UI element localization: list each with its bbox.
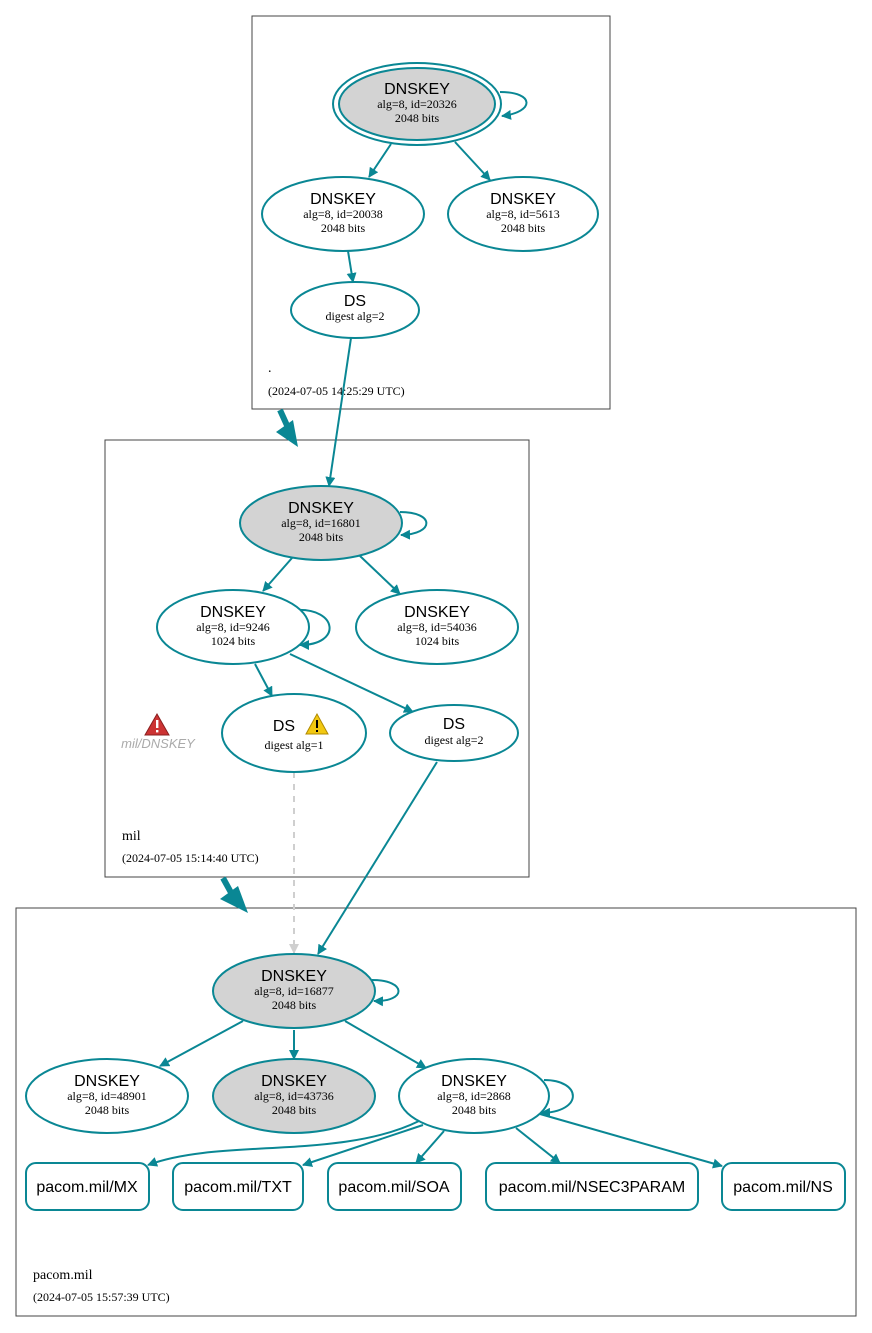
error-icon [144,712,170,736]
edge-pacom-k3-nsec3param [515,1127,561,1164]
edge-root-zsk1-ds [346,250,357,283]
rrset-nsec3param: pacom.mil/NSEC3PARAM [485,1162,699,1211]
node-mil-ksk-sub2: 2048 bits [299,530,344,544]
node-root-zsk2-title: DNSKEY [490,191,556,208]
node-mil-zsk2: DNSKEY alg=8, id=54036 1024 bits [355,589,519,665]
edge-pacom-ksk-self [371,979,400,1007]
node-root-zsk1: DNSKEY alg=8, id=20038 2048 bits [261,176,425,252]
edge-mil-ksk-zsk2 [359,555,401,595]
zone-root-timestamp: (2024-07-05 14:25:29 UTC) [268,384,405,398]
node-root-zsk1-sub2: 2048 bits [321,221,366,235]
rrset-txt: pacom.mil/TXT [172,1162,304,1211]
zone-mil-box [104,439,530,878]
node-root-ds-sub1: digest alg=2 [325,309,384,323]
edge-pacom-k3-ns [539,1113,723,1169]
warning-icon [305,712,329,735]
node-pacom-k3: DNSKEY alg=8, id=2868 2048 bits [398,1058,550,1134]
edge-pacom-k3-txt [302,1124,424,1167]
node-mil-ksk-title: DNSKEY [288,500,354,517]
node-mil-ds2-sub1: digest alg=2 [424,733,483,747]
mil-dnskey-error: mil/DNSKEY [121,712,196,751]
node-pacom-k1-sub2: 2048 bits [85,1103,130,1117]
node-root-ds-title: DS [344,293,366,310]
node-pacom-ksk-sub1: alg=8, id=16877 [254,984,334,998]
node-mil-ds1-sub1: digest alg=1 [264,738,323,752]
zone-pacom-box [15,907,857,1317]
edge-pacom-k3-self [540,1079,574,1118]
edge-mil-ksk-self [399,511,428,540]
delegation-arrow-root-mil [276,408,298,447]
node-pacom-k2-sub1: alg=8, id=43736 [254,1089,334,1103]
node-pacom-k1-sub1: alg=8, id=48901 [67,1089,147,1103]
node-root-zsk1-title: DNSKEY [310,191,376,208]
node-pacom-k3-sub1: alg=8, id=2868 [437,1089,511,1103]
edge-mil-zsk1-self [295,608,331,650]
node-root-ksk-title: DNSKEY [384,81,450,98]
edge-mil-ksk-zsk1 [262,557,293,592]
edge-root-ksk-self [499,91,528,120]
node-root-zsk2-sub1: alg=8, id=5613 [486,207,560,221]
node-root-ksk-sub1: alg=8, id=20326 [377,97,457,111]
node-pacom-k2-title: DNSKEY [261,1073,327,1090]
edge-root-ds-mil-ksk [325,337,352,487]
node-mil-zsk1: DNSKEY alg=8, id=9246 1024 bits [156,589,310,665]
node-mil-ds1: DS digest alg=1 [221,693,367,773]
node-root-zsk2-sub2: 2048 bits [501,221,546,235]
node-mil-zsk2-title: DNSKEY [404,604,470,621]
node-pacom-ksk: DNSKEY alg=8, id=16877 2048 bits [212,953,376,1029]
node-mil-ds2-title: DS [443,716,465,733]
node-mil-zsk1-title: DNSKEY [200,604,266,621]
node-pacom-k1-title: DNSKEY [74,1073,140,1090]
node-mil-zsk1-sub1: alg=8, id=9246 [196,620,270,634]
node-pacom-k2-sub2: 2048 bits [272,1103,317,1117]
edge-pacom-ksk-k1 [159,1020,244,1067]
node-pacom-k2: DNSKEY alg=8, id=43736 2048 bits [212,1058,376,1134]
node-root-ksk-sub2: 2048 bits [395,111,440,125]
edge-mil-zsk1-ds2 [289,653,414,713]
edge-root-ksk-zsk1 [368,143,392,178]
node-mil-ds1-title: DS [273,718,295,735]
edge-pacom-k3-soa [415,1130,445,1164]
zone-pacom-timestamp: (2024-07-05 15:57:39 UTC) [33,1290,170,1304]
rrset-soa-label: pacom.mil/SOA [338,1179,449,1196]
rrset-mx-label: pacom.mil/MX [36,1179,138,1196]
edge-mil-zsk1-ds1 [254,663,273,697]
edge-pacom-ksk-k3 [344,1020,427,1069]
node-mil-zsk2-sub1: alg=8, id=54036 [397,620,477,634]
node-root-zsk1-sub1: alg=8, id=20038 [303,207,383,221]
node-root-ds: DS digest alg=2 [290,281,420,339]
zone-root-box [251,15,611,410]
node-pacom-ksk-title: DNSKEY [261,968,327,985]
zone-mil-timestamp: (2024-07-05 15:14:40 UTC) [122,851,259,865]
node-mil-ds2: DS digest alg=2 [389,704,519,762]
node-mil-ksk: DNSKEY alg=8, id=16801 2048 bits [239,485,403,561]
zone-pacom-name: pacom.mil [33,1268,93,1283]
node-root-ksk: DNSKEY alg=8, id=20326 2048 bits [332,62,502,146]
node-pacom-ksk-sub2: 2048 bits [272,998,317,1012]
rrset-ns: pacom.mil/NS [721,1162,846,1211]
mil-dnskey-error-label: mil/DNSKEY [121,736,196,751]
rrset-nsec3param-label: pacom.mil/NSEC3PARAM [499,1179,685,1196]
edge-pacom-k3-mx [147,1120,420,1167]
rrset-ns-label: pacom.mil/NS [733,1179,833,1196]
zone-mil-name: mil [122,829,141,844]
zone-root-name: . [268,361,272,376]
node-mil-zsk2-sub2: 1024 bits [415,634,460,648]
node-pacom-k3-sub2: 2048 bits [452,1103,497,1117]
node-pacom-k3-title: DNSKEY [441,1073,507,1090]
node-root-zsk2: DNSKEY alg=8, id=5613 2048 bits [447,176,599,252]
delegation-arrow-mil-pacom [220,876,248,913]
edge-root-ksk-zsk2 [454,141,491,181]
node-pacom-k1: DNSKEY alg=8, id=48901 2048 bits [25,1058,189,1134]
rrset-txt-label: pacom.mil/TXT [184,1179,292,1196]
node-mil-zsk1-sub2: 1024 bits [211,634,256,648]
rrset-soa: pacom.mil/SOA [327,1162,462,1211]
node-mil-ksk-sub1: alg=8, id=16801 [281,516,361,530]
rrset-mx: pacom.mil/MX [25,1162,150,1211]
edge-mil-ds2-pacom-ksk [317,761,438,955]
